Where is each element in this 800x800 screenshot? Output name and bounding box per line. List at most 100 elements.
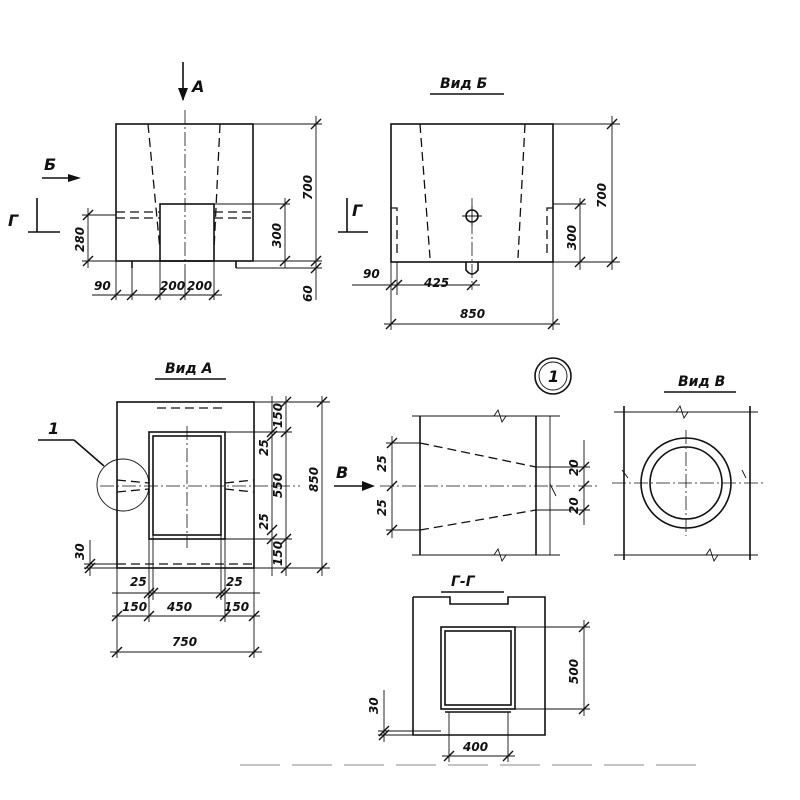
- tick: [143, 610, 155, 622]
- view-a-outline: [116, 401, 255, 569]
- tick: [385, 279, 397, 291]
- tick: [578, 504, 590, 516]
- view-a-dim-150-top: 150: [271, 403, 285, 428]
- view-a-dim-25-left: 25: [130, 575, 147, 589]
- tick: [266, 524, 278, 536]
- tick: [280, 533, 292, 545]
- tick: [266, 533, 278, 545]
- arrow-v-head: [362, 481, 375, 491]
- tick: [547, 318, 559, 330]
- front-dim-200-right: 200: [187, 279, 212, 293]
- section-g-outline: [412, 596, 546, 736]
- tick: [316, 562, 328, 574]
- tick: [316, 396, 328, 408]
- tick: [578, 621, 590, 633]
- view-b-dim-850: 850: [460, 307, 485, 321]
- view-v: Вид В: [612, 374, 766, 563]
- detail-number-circle-inner: [538, 361, 568, 391]
- tick: [84, 562, 96, 574]
- tick: [443, 750, 455, 762]
- view-b-title: Вид Б: [440, 76, 487, 92]
- detail-number-circle-outer: [534, 357, 572, 395]
- tick: [574, 256, 586, 268]
- section-g-right-label: Г: [352, 201, 363, 220]
- view-b-drain: [465, 262, 479, 275]
- section-g-dim-30: 30: [367, 697, 381, 714]
- detail-pipe-top: [419, 442, 537, 468]
- tick: [578, 480, 590, 492]
- detail-break-mark-bottom: [493, 547, 507, 563]
- tick: [578, 703, 590, 715]
- view-v-break-mark-top: [675, 404, 689, 420]
- tick: [574, 198, 586, 210]
- detail-dim-20-bottom: 20: [567, 497, 581, 514]
- tick: [378, 725, 390, 737]
- tick: [84, 558, 96, 570]
- section-g-dim-500: 500: [567, 659, 581, 684]
- section-g-left-label: Г: [8, 211, 19, 230]
- view-b-hidden-left: [419, 123, 431, 259]
- tick: [82, 209, 94, 221]
- detail-dim-20-top: 20: [567, 459, 581, 476]
- tick: [266, 430, 278, 442]
- view-a: Вид А 1 150 25 550 850: [38, 361, 330, 658]
- tick: [143, 587, 155, 599]
- view-a-title: Вид А: [165, 361, 213, 377]
- view-b-outline: [390, 123, 554, 263]
- view-a-dim-30: 30: [73, 543, 87, 560]
- tick: [386, 524, 398, 536]
- tick: [248, 610, 260, 622]
- tick: [179, 289, 191, 301]
- detail-cut-mark: [549, 483, 557, 497]
- tick: [391, 279, 403, 291]
- tick: [154, 289, 166, 301]
- section-g-dim-400: 400: [462, 740, 488, 754]
- detail-1: 1 В 25 25 20 20: [334, 357, 600, 563]
- view-a-dim-25-top: 25: [257, 439, 271, 456]
- view-b-dim-90: 90: [363, 267, 380, 281]
- front-dim-700: 700: [301, 175, 315, 200]
- detail-number: 1: [548, 367, 559, 386]
- tick: [280, 396, 292, 408]
- view-b-dim-300: 300: [565, 225, 579, 250]
- tick: [219, 587, 231, 599]
- front-outline: [115, 123, 254, 262]
- tick: [266, 426, 278, 438]
- view-a-callout-circle: [96, 458, 150, 512]
- section-g-opening-outer: [440, 626, 516, 710]
- detail-dim-25-bottom: 25: [375, 499, 389, 516]
- section-g-opening-inner: [444, 630, 512, 706]
- tick: [280, 562, 292, 574]
- tick: [385, 318, 397, 330]
- view-v-mark-right: [741, 469, 747, 479]
- view-a-dim-150-right: 150: [224, 600, 249, 614]
- tick: [502, 750, 514, 762]
- view-a-dim-750: 750: [172, 635, 197, 649]
- tick: [147, 587, 159, 599]
- tick: [219, 610, 231, 622]
- tick: [386, 480, 398, 492]
- tick: [280, 426, 292, 438]
- view-b-hidden-leftwall: [391, 207, 398, 258]
- view-a-callout-number: 1: [48, 419, 59, 438]
- front-view: А Б Г 700 300 280: [8, 62, 322, 302]
- view-v-break-mark-bottom: [705, 547, 719, 563]
- tick: [578, 461, 590, 473]
- view-a-dim-25-right: 25: [226, 575, 243, 589]
- arrow-b-head: [68, 174, 81, 182]
- view-v-mark-left: [621, 469, 629, 479]
- detail-pipe-bottom: [419, 509, 537, 531]
- detail-dim-25-top: 25: [375, 455, 389, 472]
- front-dim-200-left: 200: [160, 279, 185, 293]
- tick: [110, 289, 122, 301]
- arrow-b-label: Б: [44, 155, 56, 174]
- view-b-dim-425: 425: [423, 276, 449, 290]
- arrow-a-head: [178, 88, 188, 101]
- section-g-title: Г-Г: [451, 574, 476, 590]
- view-a-dim-150-left: 150: [122, 600, 147, 614]
- section-g-g: Г-Г 500 30 400: [367, 574, 590, 762]
- tick: [606, 256, 618, 268]
- tick: [279, 255, 291, 267]
